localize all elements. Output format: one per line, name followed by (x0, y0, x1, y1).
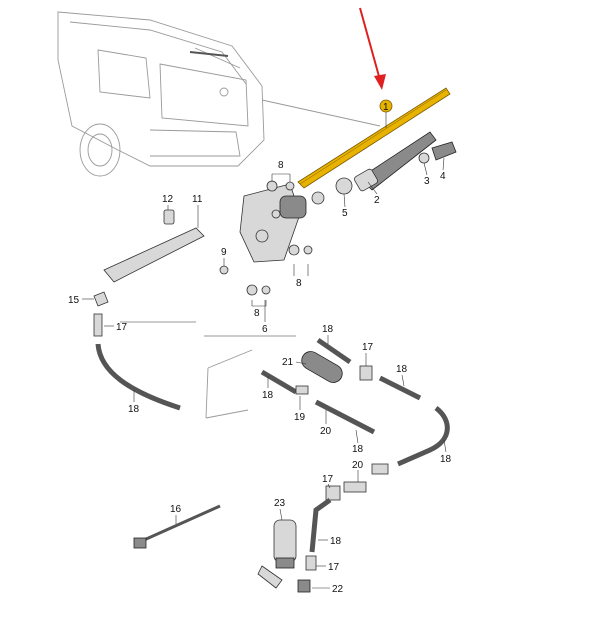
cable-tie (143, 504, 221, 542)
callout-label: 18 (352, 444, 364, 455)
leader-line (423, 162, 428, 176)
leader-line (295, 361, 307, 365)
nut (418, 152, 430, 164)
hose (396, 406, 450, 467)
washer-pump (257, 519, 297, 589)
connector (305, 555, 317, 571)
trim-strip (103, 227, 205, 283)
connector (295, 385, 309, 395)
callout-label: 20 (320, 426, 332, 437)
bolt (219, 265, 229, 275)
callout-label: 8 (254, 308, 260, 319)
cable-tie-head (133, 537, 147, 549)
leader-line (443, 439, 447, 453)
callout-label: 18 (440, 454, 452, 465)
leader-line (367, 181, 378, 195)
hose (314, 399, 376, 435)
callout-label: 4 (440, 171, 446, 182)
hose (95, 343, 181, 411)
callout-label: 12 (162, 194, 174, 205)
wiper-blade (297, 87, 451, 189)
leader-line (401, 374, 405, 387)
leader-line (293, 264, 309, 276)
callout-label: 21 (282, 357, 294, 368)
callout-label: 19 (294, 412, 306, 423)
callout-label: 17 (328, 562, 340, 573)
grommet (285, 181, 295, 191)
callout-label: 22 (332, 584, 344, 595)
grommet (261, 285, 271, 295)
callout-label: 3 (424, 176, 430, 187)
leader-line (355, 429, 359, 444)
callout-label: 8 (278, 160, 284, 171)
callout-label: 6 (262, 324, 268, 335)
connector (343, 481, 367, 493)
callout-label: 2 (374, 195, 380, 206)
leader-line (271, 173, 291, 182)
callout-label: 18 (322, 324, 334, 335)
callout-label: 15 (68, 295, 80, 306)
callout-label: 18 (330, 536, 342, 547)
grommet (246, 284, 258, 296)
hose (260, 369, 298, 395)
connector (163, 209, 175, 225)
seal (297, 579, 311, 593)
callout-label: 23 (274, 498, 286, 509)
hose (316, 337, 352, 365)
leader-line (251, 300, 267, 307)
callout-label: 11 (192, 194, 203, 205)
leader-line (327, 483, 331, 489)
hose-connector (93, 313, 103, 337)
wiper-arm (354, 131, 437, 192)
callout-label: 16 (170, 504, 182, 515)
callout-label: 18 (396, 364, 408, 375)
callout-label: 8 (296, 278, 302, 289)
connector (359, 365, 373, 381)
highlight-arrow (359, 7, 386, 90)
connector (371, 463, 389, 475)
cap (431, 141, 457, 161)
callout-label: 17 (116, 322, 128, 333)
hose-connector (93, 291, 109, 307)
callout-label: 1 (383, 102, 389, 113)
leader-line (442, 157, 445, 171)
grommet (335, 177, 353, 195)
hose (309, 497, 332, 553)
callout-label: 20 (352, 460, 364, 471)
callout-label: 17 (362, 342, 374, 353)
hose-sleeve (301, 351, 343, 383)
grommet (303, 245, 313, 255)
callout-label: 17 (322, 474, 334, 485)
grommet (311, 191, 325, 205)
callout-label: 5 (342, 208, 348, 219)
hose (378, 375, 422, 401)
connector (325, 485, 341, 501)
leader-line (343, 193, 346, 208)
grommet (288, 244, 300, 256)
callout-label: 18 (262, 390, 274, 401)
callout-label: 9 (221, 247, 227, 258)
leader-line (279, 508, 283, 521)
callout-label: 18 (128, 404, 140, 415)
vehicle-illustration (57, 11, 265, 177)
grommet (266, 180, 278, 192)
